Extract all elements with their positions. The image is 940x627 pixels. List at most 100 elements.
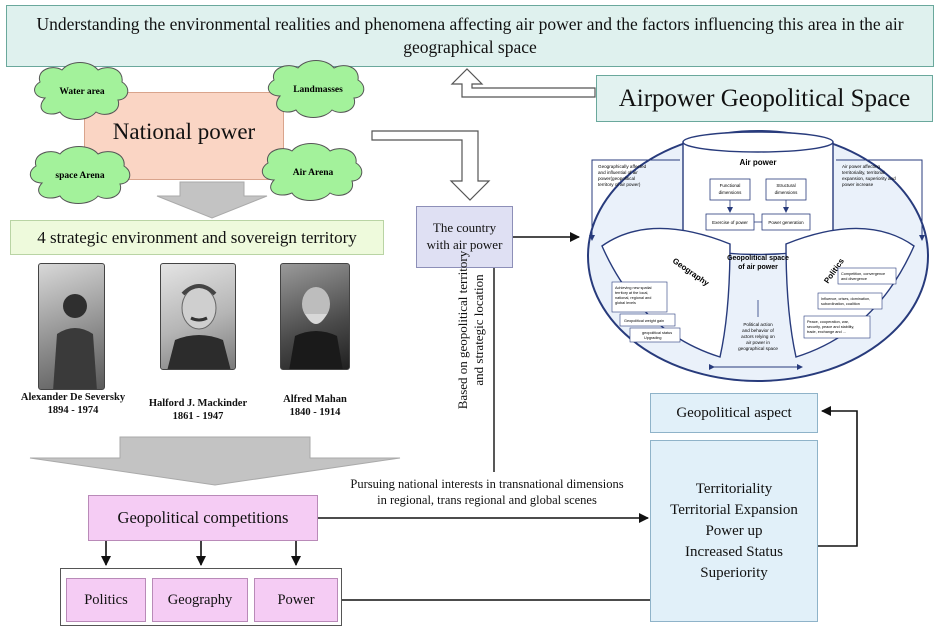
geopolitical-competitions-text: Geopolitical competitions xyxy=(117,508,289,527)
center-label: of air power xyxy=(738,264,778,271)
note-line: territoriality, territorial xyxy=(842,170,885,175)
note-line: Air power affecting xyxy=(842,164,880,169)
power-box: Power xyxy=(254,578,338,622)
outcome-item: Territoriality xyxy=(695,480,773,497)
note-line: Geographically affected xyxy=(598,164,647,169)
portrait-seversky xyxy=(38,263,105,390)
cloud-water-area: Water area xyxy=(34,62,129,120)
cloud-shape xyxy=(267,60,365,118)
pursuing-line: Pursuing national interests in transnati… xyxy=(350,477,624,491)
pol-item-line: Peace, cooperation, war, xyxy=(807,320,849,324)
vertical-label-line: Based on geopolitical territory xyxy=(455,250,470,410)
left-note: Geographically affected and influential … xyxy=(589,159,680,241)
pursuing-line: in regional, trans regional and global s… xyxy=(377,493,597,508)
gray-arrow-down-strategic xyxy=(156,181,268,219)
pol-item-line: Competition, convergence xyxy=(841,272,885,276)
geo-item-line: Upgrading xyxy=(644,336,662,340)
geopolitical-space-ellipse: Air power Functional dimensions Structur… xyxy=(587,130,929,382)
pol-item-line: subordination, coalition xyxy=(821,302,860,306)
pol-item-line: Influence, crises, domination, xyxy=(821,297,870,301)
cloud-layer: Water area Landmasses space Arena Air Ar… xyxy=(29,60,365,204)
exercise-label: Exercise of power xyxy=(712,220,748,225)
geo-item-line: global levels xyxy=(615,301,636,305)
cloud-air-arena: Air Arena xyxy=(261,143,363,201)
outcome-item: Territorial Expansion xyxy=(670,501,798,518)
geography-text: Geography xyxy=(167,591,233,608)
person-name: Alexander De Seversky xyxy=(20,392,126,403)
airpower-space-title: Airpower Geopolitical Space xyxy=(596,75,933,122)
person-silhouette xyxy=(289,287,343,369)
geo-item-line: geopolitical status xyxy=(642,331,672,335)
pol-item-line: security, peace and stability, xyxy=(807,325,854,329)
geopolitical-aspect-box: Geopolitical aspect xyxy=(650,393,818,433)
person-years: 1894 - 1974 xyxy=(47,405,99,417)
right-note: Air power affecting territoriality, terr… xyxy=(836,159,925,241)
top-banner-text: Understanding the environmental realitie… xyxy=(36,14,904,57)
bottom-line: Political action xyxy=(743,322,773,327)
person-name: Alfred Mahan xyxy=(283,394,347,405)
generation-label: Power generation xyxy=(768,220,804,225)
country-with-air-power-text: The country with air power xyxy=(426,220,503,252)
cloud-space-arena: space Arena xyxy=(29,146,131,204)
national-power-title: National power xyxy=(112,119,256,144)
portrait-mackinder xyxy=(160,263,236,370)
bottom-line: air power in xyxy=(746,340,770,345)
note-line: expansion, superiority and xyxy=(842,176,896,181)
arrow-outcomes-to-aspect xyxy=(818,406,858,547)
bottom-line: actors relying on xyxy=(741,334,775,339)
air-power-label: Air power xyxy=(740,158,777,167)
power-text: Power xyxy=(277,591,315,608)
geopolitical-aspect-text: Geopolitical aspect xyxy=(676,404,792,421)
politics-box: Politics xyxy=(66,578,146,622)
hollow-arrow-to-banner xyxy=(450,68,596,98)
caption-mackinder: Halford J. Mackinder 1861 - 1947 xyxy=(138,397,258,423)
geo-item-line: Geopolitical weight gain xyxy=(624,319,664,323)
cloud-shape xyxy=(29,146,131,204)
pol-item-line: and divergence xyxy=(841,277,867,281)
vertical-label-line: and strategic location xyxy=(470,274,486,386)
cloud-label-space-arena: space Arena xyxy=(55,171,104,181)
person-name: Halford J. Mackinder xyxy=(148,398,248,409)
center-label: Geopolitical space xyxy=(727,255,789,262)
structural-label: dimensions xyxy=(775,190,799,195)
note-line: territory of air power) xyxy=(598,182,641,187)
outcomes-box: Territoriality Territorial Expansion Pow… xyxy=(650,440,818,622)
structural-label: Structural xyxy=(776,183,795,188)
note-line: power increase xyxy=(842,182,874,187)
functional-label: Functional xyxy=(720,183,741,188)
person-years: 1861 - 1947 xyxy=(172,411,224,423)
geo-item-line: national, regional and xyxy=(615,296,651,300)
pol-item-line: trade, exchange and ... xyxy=(807,330,846,334)
gray-arrow-down-competitions xyxy=(29,436,401,486)
geo-item-line: territory at the local, xyxy=(615,291,648,295)
bottom-line: and behavior of xyxy=(742,328,774,333)
outcome-item: Superiority xyxy=(700,564,768,581)
air-power-cylinder: Air power Functional dimensions Structur… xyxy=(682,131,834,256)
hollow-arrow-to-country xyxy=(371,130,491,201)
portrait-mahan xyxy=(280,263,350,370)
strategic-environment-box: 4 strategic environment and sovereign te… xyxy=(10,220,384,255)
airpower-space-title-text: Airpower Geopolitical Space xyxy=(618,84,911,112)
politics-petal: Politics Competition, convergence and di… xyxy=(785,227,915,358)
person-silhouette xyxy=(167,284,231,369)
cloud-label-air-arena: Air Arena xyxy=(293,168,334,178)
note-line: power(geopolitical xyxy=(598,176,635,181)
cloud-shape xyxy=(261,143,363,201)
top-banner: Understanding the environmental realitie… xyxy=(6,5,934,67)
person-years: 1840 - 1914 xyxy=(289,407,341,419)
cloud-landmasses: Landmasses xyxy=(267,60,365,118)
strategic-environment-text: 4 strategic environment and sovereign te… xyxy=(37,227,357,247)
cloud-label-water-area: Water area xyxy=(59,87,105,97)
pursuing-interests-label: Pursuing national interests in transnati… xyxy=(318,476,656,509)
politics-text: Politics xyxy=(84,591,128,608)
caption-seversky: Alexander De Seversky 1894 - 1974 xyxy=(8,391,138,417)
caption-mahan: Alfred Mahan 1840 - 1914 xyxy=(268,393,362,419)
outcome-item: Power up xyxy=(705,522,763,539)
cloud-label-landmasses: Landmasses xyxy=(293,85,343,95)
geopolitical-competitions-box: Geopolitical competitions xyxy=(88,495,318,541)
person-silhouette xyxy=(53,294,97,389)
geography-petal: Geography Achieving new spatial territor… xyxy=(601,227,731,358)
functional-label: dimensions xyxy=(719,190,743,195)
cloud-shape xyxy=(34,62,129,120)
